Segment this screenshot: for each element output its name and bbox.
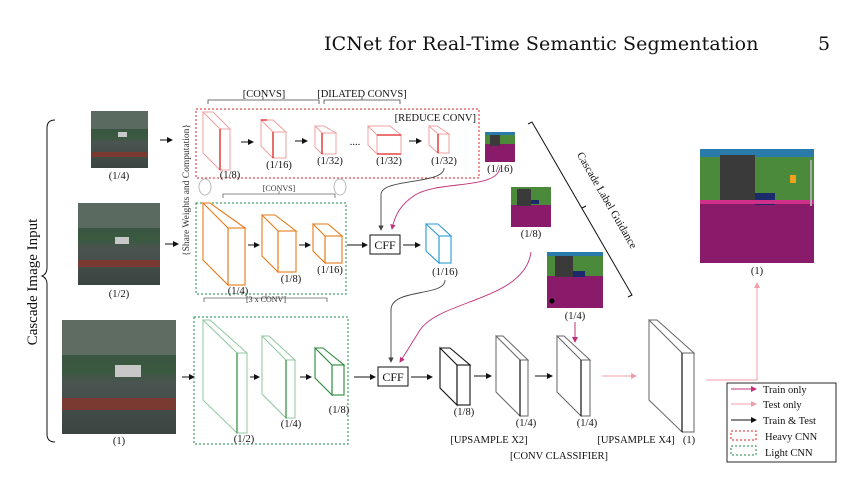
scale-label: (1/8) [521, 229, 542, 240]
scale-label: (1/16) [487, 164, 513, 175]
feature-map-cuboid [261, 334, 297, 420]
input-scale-label: (1) [113, 436, 126, 447]
arrow-train-only [390, 166, 501, 230]
feature-map-cuboid [648, 318, 696, 434]
feature-map-cuboid [260, 118, 288, 160]
feature-map-cuboid [261, 213, 298, 274]
label-upsample-x4: [UPSAMPLE X4] [597, 435, 674, 446]
legend-item-train-only: Train only [731, 385, 807, 396]
cff-block [369, 234, 401, 255]
scale-label: (1/32) [376, 156, 402, 167]
feature-map-cuboid [556, 334, 592, 418]
scale-label: (1/8) [220, 170, 241, 181]
cff-label: CFF [382, 370, 404, 384]
scale-label: (1/4) [577, 418, 598, 429]
feature-map-cuboid [439, 346, 472, 407]
cascade-input-brace [40, 119, 56, 443]
scale-label: (1) [683, 435, 696, 446]
svg-text:Train only: Train only [763, 385, 807, 396]
input-image-half [78, 203, 160, 285]
label-dilated-convs: [DILATED CONVS] [317, 89, 407, 100]
legend: Train only Test only Train & Test Heavy … [726, 382, 837, 463]
bracket-convs [207, 97, 320, 104]
label-reduce-conv: [REDUCE CONV] [395, 113, 476, 124]
label-upsample-x2: [UPSAMPLE X2] [450, 435, 527, 446]
scale-label: (1/4) [516, 418, 537, 429]
cff-block [377, 366, 409, 387]
arrow-test-only [706, 282, 760, 381]
scale-label: (1/32) [317, 156, 343, 167]
feature-map-cuboid [202, 110, 232, 172]
bottom-branch-layers [202, 318, 346, 435]
cascade-image-input-label: Cascade Image Input [25, 218, 41, 345]
output-segmentation-map [700, 149, 814, 263]
svg-text:Heavy CNN: Heavy CNN [765, 432, 818, 443]
top-branch-layers [202, 110, 451, 172]
scale-label: (1/16) [317, 265, 343, 276]
share-weights-icon [333, 178, 347, 196]
svg-text:Test only: Test only [763, 400, 802, 411]
label-map-1-16 [485, 132, 515, 162]
scale-label: (1/4) [228, 286, 249, 297]
guidance-bracket [527, 121, 633, 298]
input-scale-label: (1/2) [109, 289, 130, 300]
label-3xconv: [3 x CONV] [246, 295, 286, 304]
feature-map-cuboid [428, 124, 451, 155]
scale-label: (1/8) [329, 405, 350, 416]
legend-item-train-test: Train & Test [731, 416, 816, 427]
input-image-full [62, 320, 176, 434]
share-weights-icon [198, 178, 212, 196]
scale-label: (1/32) [431, 156, 457, 167]
decoder-layers [439, 318, 696, 434]
arrow-train-only [399, 251, 532, 363]
cff1-output-cuboid [425, 222, 453, 265]
mid-branch-layers [202, 201, 344, 287]
feature-map-cuboid [202, 318, 249, 435]
input-image-quarter [91, 111, 148, 168]
arrow-train-test [378, 167, 445, 231]
heavy-cnn-box [195, 108, 480, 179]
feature-map-cuboid [314, 124, 338, 156]
share-weights-label: {Share Weights and Computation} [182, 124, 192, 256]
scale-label: (1/16) [432, 267, 458, 278]
cff-label: CFF [374, 238, 396, 252]
legend-item-test-only: Test only [731, 400, 802, 411]
feature-map-cuboid [495, 334, 530, 418]
ellipsis: .... [350, 137, 361, 148]
running-header-title: ICNet for Real-Time Semantic Segmentatio… [324, 33, 759, 55]
scale-label: (1/4) [281, 419, 302, 430]
light-cnn-box [195, 202, 347, 295]
scale-label: (1/8) [281, 274, 302, 285]
legend-item-light-cnn: Light CNN [730, 445, 813, 459]
input-scale-label: (1/4) [109, 171, 130, 182]
legend-item-heavy-cnn: Heavy CNN [730, 430, 818, 443]
label-map-1-8 [511, 187, 551, 227]
bracket-3xconv [203, 295, 328, 302]
scale-label: (1/16) [266, 160, 292, 171]
label-convs: [CONVS] [263, 184, 296, 193]
feature-map-cuboid [367, 124, 403, 156]
feature-map-cuboid [314, 346, 346, 397]
svg-text:Train & Test: Train & Test [763, 416, 816, 427]
guidance-bracket-tick [581, 205, 587, 209]
arrow-train-test [388, 279, 446, 363]
feature-map-cuboid [312, 222, 344, 265]
page-number: 5 [818, 33, 831, 55]
label-map-1-4 [547, 252, 603, 308]
cascade-label-guidance-label: Cascade Label Guidance [574, 150, 639, 251]
scale-label: (1/8) [454, 407, 475, 418]
label-convs: [CONVS] [243, 89, 286, 100]
scale-label: (1) [751, 266, 764, 277]
scale-label: (1/2) [234, 434, 255, 445]
svg-text:Light CNN: Light CNN [765, 448, 813, 459]
light-cnn-box [193, 316, 349, 445]
bracket-dilated [323, 97, 401, 104]
scale-label: (1/4) [565, 311, 586, 322]
feature-map-cuboid [202, 201, 247, 287]
bracket-convs [222, 191, 336, 198]
label-conv-classifier: [CONV CLASSIFIER] [510, 451, 608, 462]
